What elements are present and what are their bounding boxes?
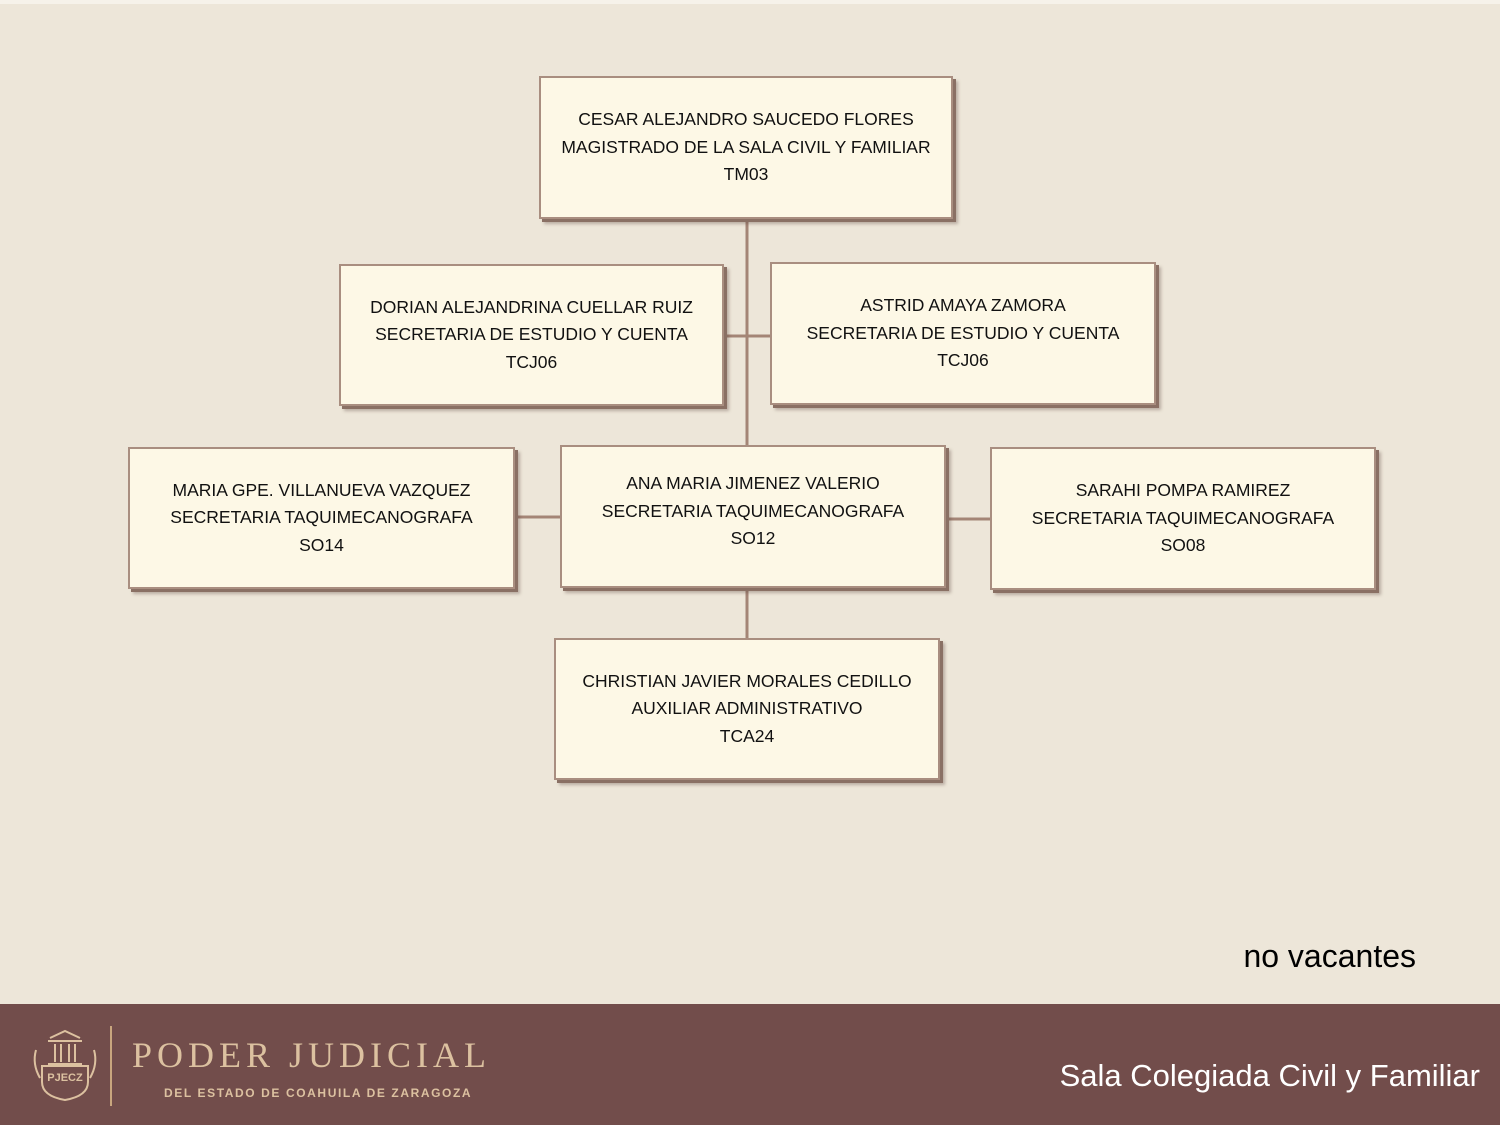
node-code: TCA24 bbox=[719, 725, 775, 746]
node-taquimecanografa-right: SARAHI POMPA RAMIREZ SECRETARIA TAQUIMEC… bbox=[990, 447, 1376, 590]
node-name: CHRISTIAN JAVIER MORALES CEDILLO bbox=[582, 670, 912, 691]
node-title: SECRETARIA DE ESTUDIO Y CUENTA bbox=[375, 324, 688, 345]
node-title: SECRETARIA TAQUIMECANOGRAFA bbox=[170, 507, 473, 528]
brand-subtitle: DEL ESTADO DE COAHUILA DE ZARAGOZA bbox=[164, 1086, 473, 1100]
logo-text: PJECZ bbox=[47, 1072, 83, 1084]
node-code: SO08 bbox=[1160, 535, 1206, 556]
node-title: MAGISTRADO DE LA SALA CIVIL Y FAMILIAR bbox=[561, 136, 931, 157]
node-title: SECRETARIA TAQUIMECANOGRAFA bbox=[601, 500, 905, 521]
node-secretaria-estudio-left: DORIAN ALEJANDRINA CUELLAR RUIZ SECRETAR… bbox=[339, 264, 724, 406]
node-auxiliar-administrativo: CHRISTIAN JAVIER MORALES CEDILLO AUXILIA… bbox=[554, 638, 940, 780]
node-name: DORIAN ALEJANDRINA CUELLAR RUIZ bbox=[370, 296, 693, 317]
node-name: CESAR ALEJANDRO SAUCEDO FLORES bbox=[578, 109, 914, 130]
node-secretaria-estudio-right: ASTRID AMAYA ZAMORA SECRETARIA DE ESTUDI… bbox=[770, 262, 1156, 405]
node-code: TM03 bbox=[723, 164, 769, 185]
brand-name: PODER JUDICIAL bbox=[132, 1035, 492, 1075]
node-code: TCJ06 bbox=[937, 350, 989, 371]
node-taquimecanografa-center: ANA MARIA JIMENEZ VALERIO SECRETARIA TAQ… bbox=[560, 445, 946, 588]
vacancy-note: no vacantes bbox=[1243, 938, 1416, 974]
node-title: SECRETARIA TAQUIMECANOGRAFA bbox=[1031, 507, 1335, 528]
logo-divider bbox=[110, 1026, 112, 1106]
footer-bar: PJECZ PODER JUDICIAL DEL ESTADO DE COAHU… bbox=[0, 1004, 1500, 1125]
node-name: ASTRID AMAYA ZAMORA bbox=[860, 295, 1066, 316]
node-title: AUXILIAR ADMINISTRATIVO bbox=[631, 698, 863, 719]
pjecz-seal-logo: PJECZ bbox=[33, 1029, 97, 1102]
node-magistrado: CESAR ALEJANDRO SAUCEDO FLORES MAGISTRAD… bbox=[539, 76, 953, 219]
top-strip bbox=[0, 0, 1500, 4]
section-title: Sala Colegiada Civil y Familiar bbox=[1059, 1058, 1480, 1093]
node-code: TCJ06 bbox=[505, 351, 558, 372]
node-name: SARAHI POMPA RAMIREZ bbox=[1075, 480, 1291, 501]
node-name: MARIA GPE. VILLANUEVA VAZQUEZ bbox=[172, 479, 471, 500]
node-name: ANA MARIA JIMENEZ VALERIO bbox=[626, 473, 880, 494]
node-code: SO12 bbox=[730, 528, 776, 549]
node-taquimecanografa-left: MARIA GPE. VILLANUEVA VAZQUEZ SECRETARIA… bbox=[128, 447, 515, 589]
node-title: SECRETARIA DE ESTUDIO Y CUENTA bbox=[806, 322, 1120, 343]
node-code: SO14 bbox=[299, 534, 344, 555]
